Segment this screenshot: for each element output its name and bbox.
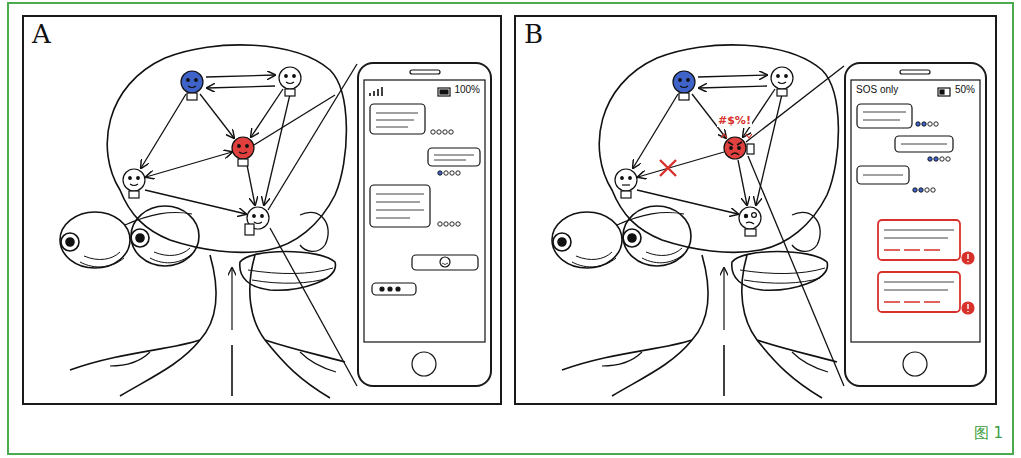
phone-screen [851,70,980,376]
network-status: SOS only [856,84,898,96]
phone-screen [364,70,485,376]
signal-arrows [633,66,844,386]
panel-letter: A [32,19,51,50]
figure-frame [8,3,1013,454]
panel-letter: B [524,19,543,50]
signal-arrows [141,64,357,386]
neuron-characters [615,67,793,236]
swear-scribble: #$%! [717,114,752,127]
panel-frame: B SOS only 50% [514,15,997,405]
battery-level: 100% [454,84,480,96]
panel-frame: A 100% [22,15,502,405]
neuron-characters [123,67,301,235]
battery-level: 50% [955,84,975,96]
phone-outline: SOS only 50% [844,62,987,387]
brain-drawing [552,45,838,398]
figure-caption: 图 1 [974,424,1003,442]
blocked-mark [660,160,676,176]
brain-drawing [60,45,346,398]
phone-outline: 100% [357,62,492,387]
